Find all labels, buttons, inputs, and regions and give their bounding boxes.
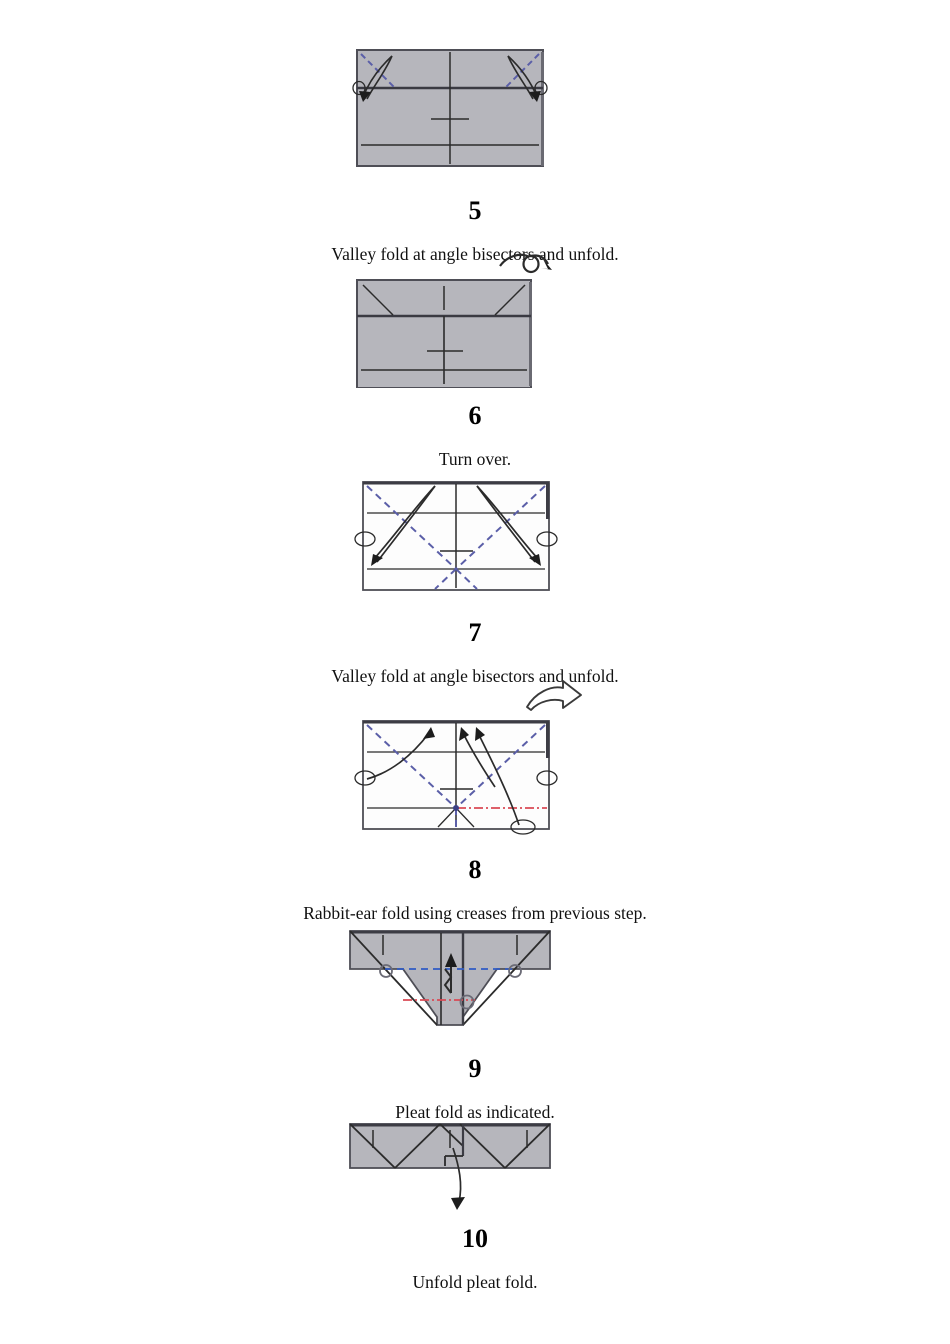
pivot-circle-left [379,964,393,978]
pivot-circle-bottom [459,994,475,1010]
step-5-figure [0,40,950,180]
step-number: 6 [468,401,482,430]
fold-loop-bottom-icon [510,819,536,835]
arrowhead-left [359,91,371,102]
step-6: 6 Turn over. [0,248,950,469]
diagram-reverse-side-rectangle-rabbit-ear-creases [354,680,582,835]
crease-4 [459,1123,506,1169]
flip-over-arrow-icon [526,680,582,711]
step-9-figure [0,925,950,1040]
step-caption: Pleat fold as indicated. [395,1102,555,1122]
fold-loop-right-icon [536,531,558,547]
valley-fold-diagonal-tl [366,485,457,570]
step-7: 7 Valley fold at angle bisectors and unf… [0,472,950,686]
step-caption: Valley fold at angle bisectors and unfol… [331,244,619,264]
crease-3 [439,1123,464,1147]
step-10-figure [0,1118,950,1218]
step-6-figure [0,248,950,388]
fold-arrow-left [366,55,393,100]
step-caption: Turn over. [438,449,512,469]
fold-arrow-left [366,732,430,780]
crease-convergence-point [453,805,459,811]
fold-arrow-right [507,55,534,100]
valley-fold-diagonal-tr [455,724,546,809]
step-7-figure [0,472,950,602]
arrowhead-center [459,727,469,741]
fold-loop-right-icon [536,770,558,786]
step-caption: Valley fold at angle bisectors and unfol… [331,666,619,686]
step-caption: Rabbit-ear fold using creases from previ… [303,903,647,923]
step-8: 8 Rabbit-ear fold using creases from pre… [0,675,950,923]
pivot-circle-right [508,964,522,978]
step-10: 10 Unfold pleat fold. [0,1118,950,1292]
step-number: 5 [468,196,482,225]
fold-loop-right-icon [534,80,548,96]
pleat-fold-arrow [443,953,457,994]
arrowhead-right [475,727,485,741]
crease-leg-right [455,807,475,828]
valley-fold-diagonal-br [455,568,478,590]
valley-fold-diagonal-tl [366,724,457,809]
arrowhead-right [529,554,541,566]
step-number: 8 [468,855,482,884]
crease-leg-left [437,807,457,828]
diagram-rabbit-eared-butterfly-shape-with-pleat-marks [349,930,551,1026]
diagram-reverse-side-rectangle-with-x-bisector-creases [354,481,558,591]
valley-fold-diagonal-tr [455,485,546,570]
step-8-figure [0,675,950,845]
step-number: 7 [468,618,482,647]
crease-band-right [494,284,526,316]
step-caption: Unfold pleat fold. [412,1272,538,1292]
valley-fold-diagonal-bl [434,568,457,590]
turn-over-loop-icon [499,253,552,274]
fold-arrow-right [477,732,520,826]
step-number: 9 [468,1054,482,1083]
step-9: 9 Pleat fold as indicated. [0,925,950,1122]
crease-2 [394,1123,441,1169]
arrowhead-right [529,91,541,102]
fold-loop-left-icon [354,770,376,786]
arrowhead-unfold [451,1197,465,1210]
step-5: 5 Valley fold at angle bisectors and unf… [0,40,950,264]
diagram-rectangle-with-top-flap-and-bisector-valley-folds [352,49,548,167]
diagram-rectangle-with-creased-top-band [356,253,552,388]
fold-loop-left-icon [354,531,376,547]
fold-loop-left-icon [352,80,366,96]
arrowhead-left [371,554,383,566]
diagram-flat-strip-with-zigzag-creases [349,1123,551,1210]
crease-band-left [362,284,394,316]
arrowhead-left [423,727,435,739]
step-number: 10 [462,1224,488,1253]
crease-left-diagonal [349,930,438,1026]
crease-right-diagonal [462,930,551,1026]
